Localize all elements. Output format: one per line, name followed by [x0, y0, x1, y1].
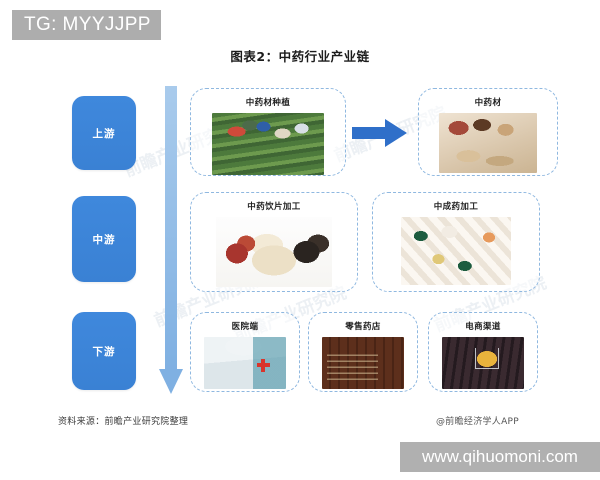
node-label-hospital: 医院端 — [231, 322, 259, 332]
stage-box-upstream: 上游 — [72, 96, 136, 170]
source-note: 资料来源：前瞻产业研究院整理 — [58, 417, 189, 427]
stage-box-midstream: 中游 — [72, 196, 136, 282]
node-retail-pharmacy[interactable]: 零售药店 — [308, 312, 418, 392]
herb-field-photo — [212, 113, 324, 175]
node-label-patent: 中成药加工 — [433, 202, 479, 212]
pharmacy-shelves-photo — [322, 337, 404, 389]
node-cultivation[interactable]: 中药材种植 — [190, 88, 346, 176]
dried-herbs-photo — [439, 113, 537, 173]
node-hospital-channel[interactable]: 医院端 — [190, 312, 300, 392]
right-arrow-icon — [352, 119, 407, 147]
node-ecommerce-channel[interactable]: 电商渠道 — [428, 312, 538, 392]
node-patent-medicine-processing[interactable]: 中成药加工 — [372, 192, 540, 292]
node-decoction-processing[interactable]: 中药饮片加工 — [190, 192, 358, 292]
hospital-lobby-photo — [204, 337, 286, 389]
page-title: 图表2：中药行业产业链 — [230, 49, 370, 64]
stage-label-midstream: 中游 — [92, 233, 116, 246]
brand-note: @前瞻经济学人APP — [436, 417, 520, 427]
node-label-ecommerce: 电商渠道 — [465, 322, 501, 332]
decoction-pieces-photo — [216, 217, 332, 287]
down-arrow-icon — [159, 86, 183, 394]
telegram-watermark: TG: MYYJJPP — [12, 10, 161, 40]
pills-capsules-photo — [401, 217, 511, 285]
node-label-decoction: 中药饮片加工 — [247, 202, 301, 212]
node-label-pharmacy: 零售药店 — [345, 322, 381, 332]
stage-label-upstream: 上游 — [92, 127, 116, 140]
site-url-watermark: www.qihuomoni.com — [400, 442, 600, 472]
keyboard-cart-photo — [442, 337, 524, 389]
stage-box-downstream: 下游 — [72, 312, 136, 390]
node-label-herbs: 中药材 — [474, 98, 502, 108]
stage-label-downstream: 下游 — [92, 345, 116, 358]
node-herbs[interactable]: 中药材 — [418, 88, 558, 176]
node-label-cultivation: 中药材种植 — [245, 98, 291, 108]
